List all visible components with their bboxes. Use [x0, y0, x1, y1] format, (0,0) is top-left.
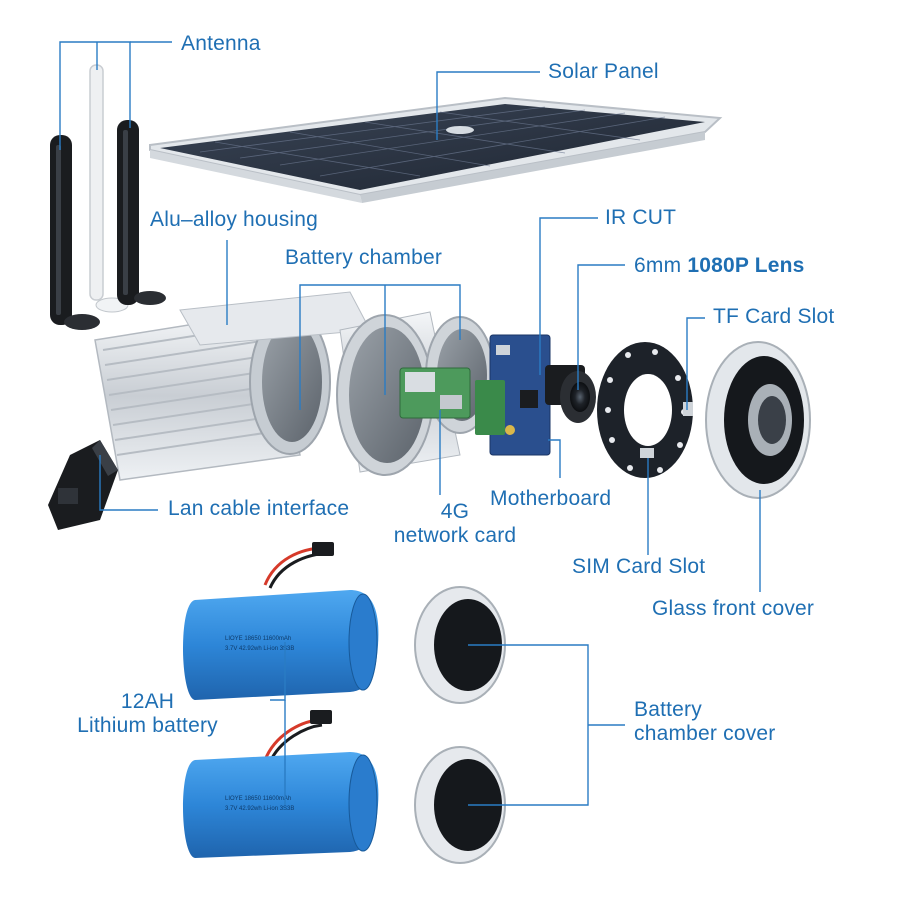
label-sim-card-slot: SIM Card Slot [572, 555, 705, 579]
label-lens-prefix: 6mm [634, 254, 681, 277]
network-card [400, 368, 470, 418]
label-alu-housing: Alu–alloy housing [150, 208, 318, 232]
ir-led-board [597, 342, 693, 478]
label-battery-line2: Lithium battery [50, 714, 245, 738]
label-antenna: Antenna [181, 32, 261, 56]
solar-panel [150, 98, 720, 203]
battery-top: LIOYE 18650 11600mAh 3.7V 42.92wh Li-ion… [183, 542, 378, 700]
label-battery-chamber: Battery chamber [285, 246, 442, 270]
label-motherboard: Motherboard [490, 487, 611, 511]
label-lens: 6mm 1080P Lens [634, 254, 805, 278]
battery-print-line2-b: 3.7V 42.92wh Li-ion 3S3B [225, 806, 294, 812]
label-chamber-cover: Battery chamber cover [634, 698, 776, 746]
label-network-card-line2: network card [370, 524, 540, 548]
glass-front-cover [706, 342, 810, 498]
label-lan-cable: Lan cable interface [168, 497, 349, 521]
alu-alloy-housing [95, 292, 370, 480]
label-tf-card-slot: TF Card Slot [713, 305, 834, 329]
battery-print-line2: 3.7V 42.92wh Li-ion 3S3B [225, 646, 294, 652]
label-lithium-battery: 12AH Lithium battery [50, 690, 245, 738]
label-chamber-cover-line2: chamber cover [634, 722, 776, 746]
antenna-group [50, 65, 166, 330]
label-ir-cut: IR CUT [605, 206, 676, 230]
label-battery-line1: 12AH [50, 690, 245, 714]
lan-cable-interface [48, 440, 118, 530]
label-chamber-cover-line1: Battery [634, 698, 776, 722]
label-glass-front-cover: Glass front cover [652, 597, 814, 621]
battery-print-line1-b: LIOYE 18650 11600mAh [225, 796, 291, 802]
battery-print-line1: LIOYE 18650 11600mAh [225, 636, 291, 642]
label-solar-panel: Solar Panel [548, 60, 659, 84]
label-lens-bold: 1080P Lens [687, 254, 804, 277]
lens-module [545, 365, 596, 423]
